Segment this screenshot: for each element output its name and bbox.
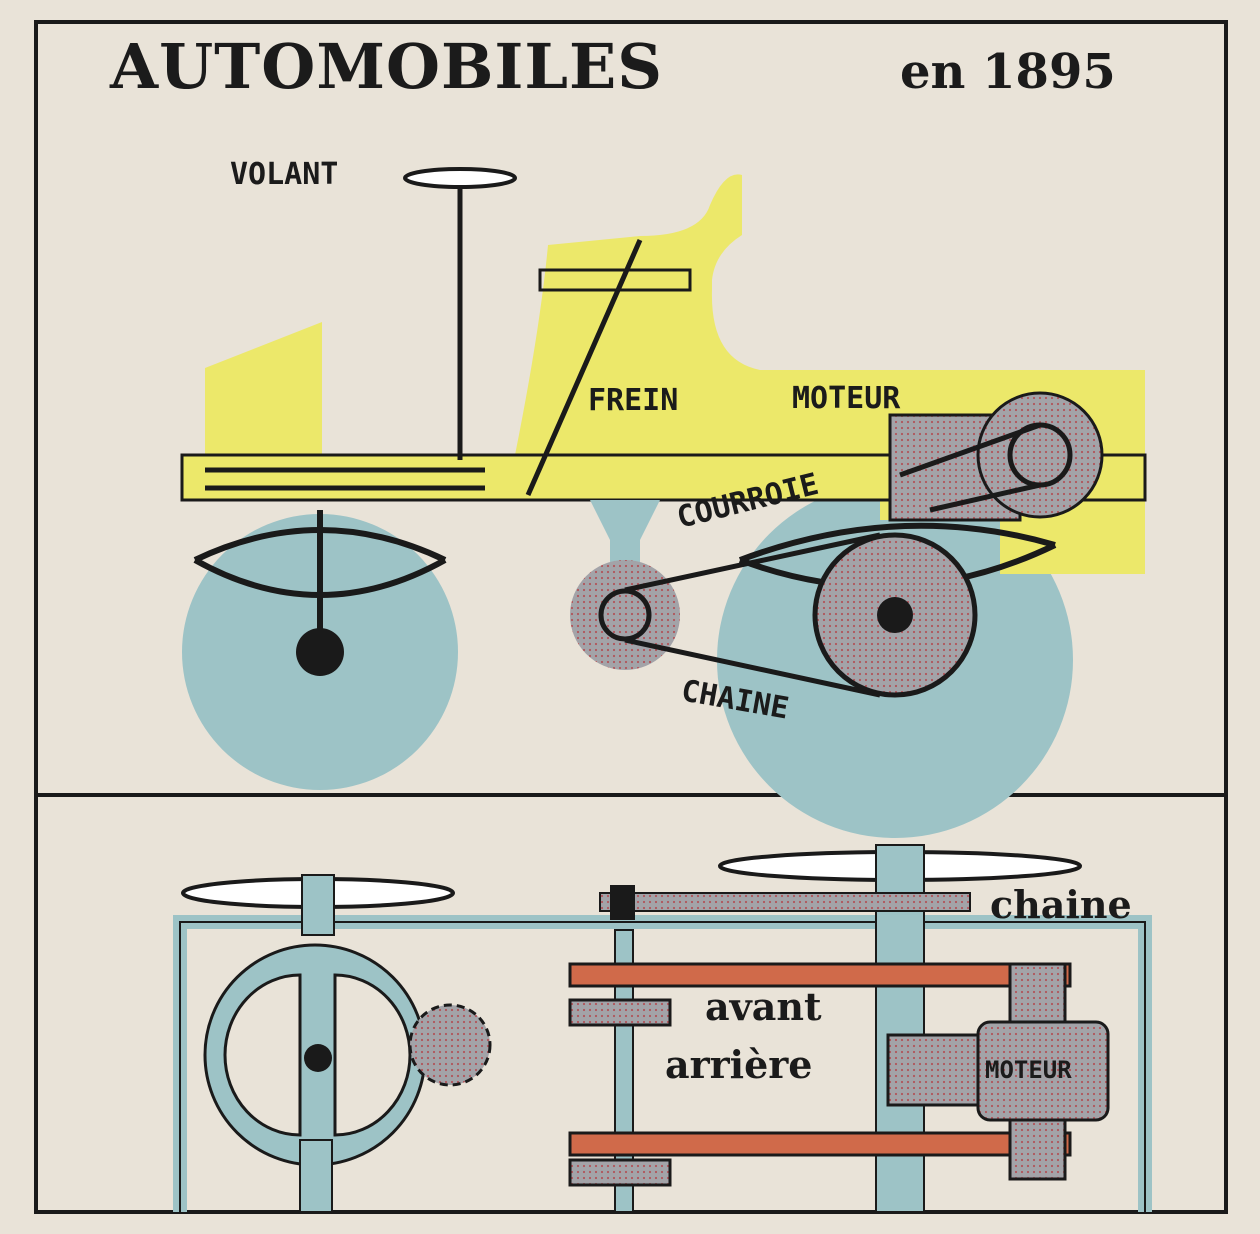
belt-arriere [568, 1131, 1072, 1157]
pulley-arriere [568, 1158, 672, 1187]
rear-hub [877, 597, 913, 633]
drive-chain [624, 532, 881, 698]
plan-frame-outline [179, 921, 1146, 1212]
belt-avant [568, 962, 1072, 988]
title-main: AUTOMOBILES [109, 30, 663, 103]
seat-rim [538, 268, 692, 292]
brake-lever [525, 238, 643, 497]
title-year: en 1895 [900, 44, 1116, 100]
rear-spring-top [738, 522, 1056, 563]
plan-chain [599, 892, 971, 912]
chain-sprocket [610, 885, 635, 920]
chassis-rails [205, 467, 485, 491]
label-moteur-plan: MOTEUR [985, 1056, 1072, 1084]
pinion-gear [408, 1003, 492, 1087]
chassis [180, 453, 1147, 502]
side-view: VOLANT FREIN MOTEUR COURROIE CHAINE [180, 157, 1147, 838]
steering-post-plan [301, 874, 335, 936]
steering-wheel-side [403, 167, 517, 189]
pulley-avant [568, 998, 672, 1027]
steering-quadrant [203, 943, 427, 1213]
rear-sprocket-rim [812, 532, 978, 698]
engine-flywheel [976, 391, 1104, 519]
label-volant: VOLANT [230, 157, 338, 192]
intermediate-pulley [570, 560, 680, 670]
engine-block-plan [976, 1020, 1110, 1122]
label-frein: FREIN [588, 383, 678, 418]
intermediate-hub [598, 588, 652, 642]
label-moteur: MOTEUR [792, 381, 901, 416]
front-hub [296, 628, 344, 676]
label-chaine-plan: chaine [990, 882, 1132, 927]
label-arriere: arrière [665, 1042, 812, 1087]
plan-view: chaine avant arrière MOTEUR [173, 844, 1152, 1213]
drive-belt [899, 422, 1041, 513]
label-avant: avant [705, 984, 822, 1029]
